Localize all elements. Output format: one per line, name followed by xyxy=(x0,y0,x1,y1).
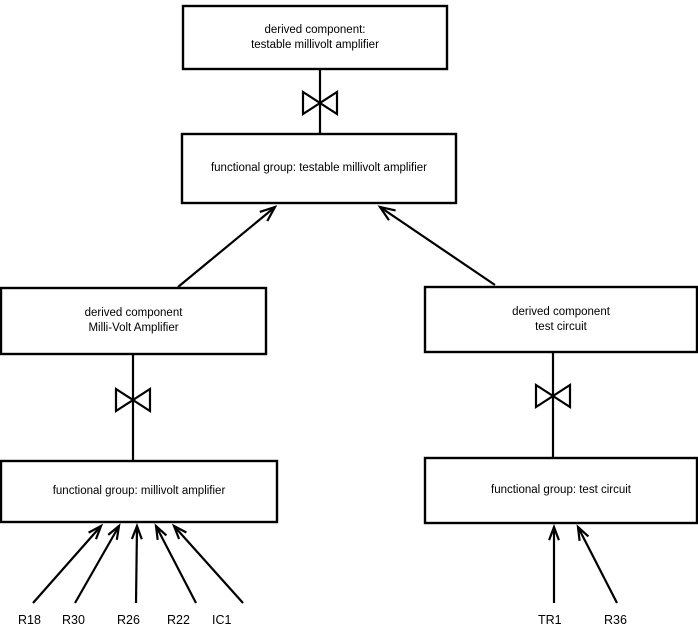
endpoint-label-label-r18: R18 xyxy=(18,613,41,627)
endpoint-label-label-ic1: IC1 xyxy=(212,613,232,627)
arrow-shaft xyxy=(134,525,139,604)
arrow-shaft xyxy=(177,206,276,288)
component-link-arrow-r18[interactable] xyxy=(32,523,104,604)
component-link-arrow-r26[interactable] xyxy=(130,522,143,604)
bowtie-connector-bowtie-top[interactable] xyxy=(301,70,339,133)
generalization-arrow-testcircuit-to-testable[interactable] xyxy=(377,205,496,286)
arrow-shaft xyxy=(74,525,120,604)
box-derived-milli-volt-amplifier[interactable] xyxy=(0,286,268,356)
arrow-head xyxy=(259,205,278,222)
bowtie-right-triangle xyxy=(550,382,572,410)
arrow-head xyxy=(576,524,590,542)
generalization-arrow-millivolt-to-testable[interactable] xyxy=(177,205,278,288)
component-link-arrow-r30[interactable] xyxy=(74,523,121,604)
component-link-arrow-tr1[interactable] xyxy=(548,523,560,603)
bowtie-right-triangle xyxy=(317,89,339,117)
bowtie-left-triangle xyxy=(301,89,323,117)
arrow-head xyxy=(107,523,121,540)
arrow-head xyxy=(171,523,187,540)
box-fg-testable-millivolt-amplifier[interactable] xyxy=(180,132,458,205)
box-derived-testable-millivolt-amplifier[interactable] xyxy=(181,4,449,71)
component-link-arrow-r36[interactable] xyxy=(576,524,618,604)
arrow-head xyxy=(88,523,104,540)
bowtie-left-triangle xyxy=(534,382,556,410)
arrow-shaft xyxy=(577,526,618,604)
arrow-head xyxy=(154,523,168,541)
component-link-arrow-ic1[interactable] xyxy=(171,523,244,604)
bowtie-connector-bowtie-right[interactable] xyxy=(534,353,572,457)
endpoint-label-label-r30: R30 xyxy=(62,613,85,627)
arrow-shaft xyxy=(173,525,244,604)
endpoint-label-label-r36: R36 xyxy=(604,613,627,627)
endpoint-label-label-r22: R22 xyxy=(167,613,190,627)
arrow-head xyxy=(130,522,143,540)
box-fg-millivolt-amplifier[interactable] xyxy=(0,459,279,524)
box-fg-test-circuit[interactable] xyxy=(423,456,698,525)
endpoint-label-label-r26: R26 xyxy=(117,613,140,627)
bowtie-connector-bowtie-left[interactable] xyxy=(114,355,152,460)
component-link-arrow-r22[interactable] xyxy=(154,523,197,604)
arrow-shaft xyxy=(155,525,197,604)
arrow-shaft xyxy=(32,525,102,604)
arrow-shaft xyxy=(379,206,496,286)
bowtie-right-triangle xyxy=(130,386,152,414)
box-derived-test-circuit[interactable] xyxy=(423,285,698,354)
endpoint-label-label-tr1: TR1 xyxy=(538,613,562,627)
arrow-head xyxy=(377,205,396,221)
bowtie-left-triangle xyxy=(114,386,136,414)
arrow-head xyxy=(548,523,560,541)
